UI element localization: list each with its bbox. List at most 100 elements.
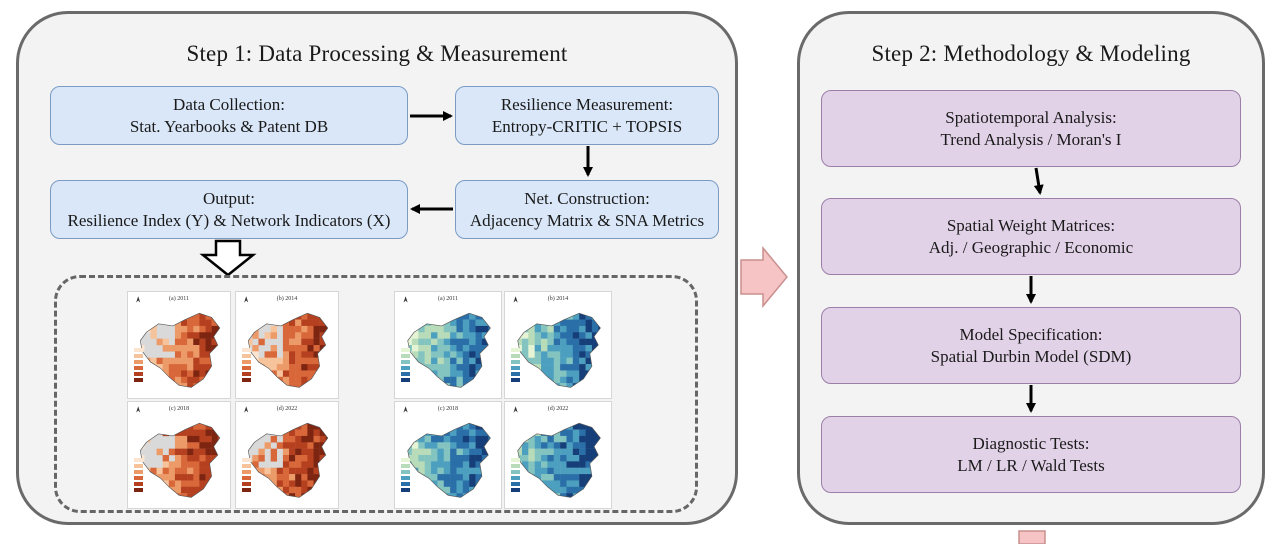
region-patch	[187, 376, 194, 384]
region-patch	[481, 435, 489, 443]
region-patch	[258, 448, 265, 456]
region-patch	[437, 332, 444, 339]
region-patch	[174, 486, 182, 494]
region-patch	[282, 455, 290, 462]
region-patch	[566, 486, 574, 494]
region-patch	[289, 383, 296, 388]
region-patch	[168, 474, 176, 481]
region-patch	[270, 467, 278, 475]
region-patch	[456, 319, 464, 327]
region-patch	[521, 338, 529, 346]
region-patch	[443, 345, 451, 352]
region-patch	[289, 319, 296, 327]
region-patch	[313, 442, 320, 449]
region-patch	[560, 435, 567, 443]
region-patch	[205, 429, 212, 437]
region-patch	[211, 493, 218, 498]
region-patch	[450, 474, 457, 481]
region-patch	[443, 332, 451, 339]
region-patch	[211, 332, 218, 339]
region-patch	[187, 493, 194, 498]
region-patch	[521, 493, 529, 498]
region-patch	[579, 325, 586, 333]
region-patch	[276, 357, 284, 365]
region-patch	[193, 325, 200, 333]
region-patch	[598, 442, 601, 449]
region-patch	[469, 319, 476, 327]
region-patch	[407, 493, 413, 498]
region-patch	[541, 467, 548, 475]
region-patch	[295, 480, 302, 488]
region-patch	[181, 467, 188, 475]
region-patch	[481, 480, 489, 488]
region-patch	[193, 351, 200, 358]
model-specification-box: Model Specification: Spatial Durbin Mode…	[821, 307, 1241, 384]
region-patch	[541, 313, 548, 320]
region-patch	[301, 455, 308, 462]
region-patch	[199, 486, 206, 494]
region-patch	[566, 376, 574, 384]
map-caption: (d) 2022	[276, 406, 298, 412]
region-patch	[579, 429, 586, 437]
region-patch	[270, 423, 278, 430]
region-patch	[517, 338, 523, 346]
region-patch	[205, 455, 212, 462]
region-patch	[579, 338, 586, 346]
region-patch	[252, 493, 259, 498]
region-patch	[598, 423, 601, 430]
region-patch	[488, 455, 491, 462]
region-patch	[301, 351, 308, 358]
region-patch	[181, 319, 188, 327]
region-patch	[469, 493, 476, 498]
region-patch	[566, 442, 574, 449]
region-patch	[205, 435, 212, 443]
region-patch	[282, 486, 290, 494]
region-patch	[156, 493, 163, 498]
region-patch	[456, 480, 464, 488]
region-patch	[181, 435, 188, 443]
resilience-map: (c) 2018	[127, 401, 231, 509]
region-patch	[199, 332, 206, 339]
region-patch	[585, 442, 593, 449]
region-patch	[488, 319, 491, 327]
region-patch	[325, 383, 328, 388]
region-patch	[547, 370, 554, 378]
region-patch	[295, 429, 302, 437]
region-patch	[418, 383, 425, 388]
region-patch	[174, 423, 182, 430]
region-patch	[560, 480, 567, 488]
region-patch	[211, 435, 218, 443]
region-patch	[488, 383, 491, 388]
region-patch	[598, 357, 601, 365]
region-patch	[313, 338, 320, 346]
region-patch	[301, 474, 308, 481]
region-patch	[282, 448, 290, 456]
region-patch	[534, 455, 542, 462]
map-legend	[401, 348, 445, 384]
region-patch	[591, 370, 599, 378]
region-patch	[187, 467, 194, 475]
map-caption: (c) 2018	[437, 406, 459, 412]
network-map: (c) 2018	[394, 401, 502, 509]
region-patch	[424, 448, 432, 456]
region-patch	[217, 448, 220, 456]
region-patch	[301, 480, 308, 488]
region-patch	[325, 338, 328, 346]
region-patch	[319, 364, 326, 371]
region-patch	[144, 319, 151, 327]
region-patch	[295, 319, 302, 327]
region-patch	[517, 435, 523, 443]
region-patch	[199, 467, 206, 475]
region-patch	[424, 325, 432, 333]
region-patch	[521, 461, 529, 468]
region-patch	[217, 345, 220, 352]
region-patch	[282, 423, 290, 430]
region-patch	[301, 442, 308, 449]
legend-swatch	[134, 464, 143, 468]
legend-swatch	[401, 464, 410, 468]
region-patch	[553, 442, 561, 449]
region-patch	[282, 442, 290, 449]
region-patch	[437, 338, 444, 346]
region-patch	[199, 480, 206, 488]
